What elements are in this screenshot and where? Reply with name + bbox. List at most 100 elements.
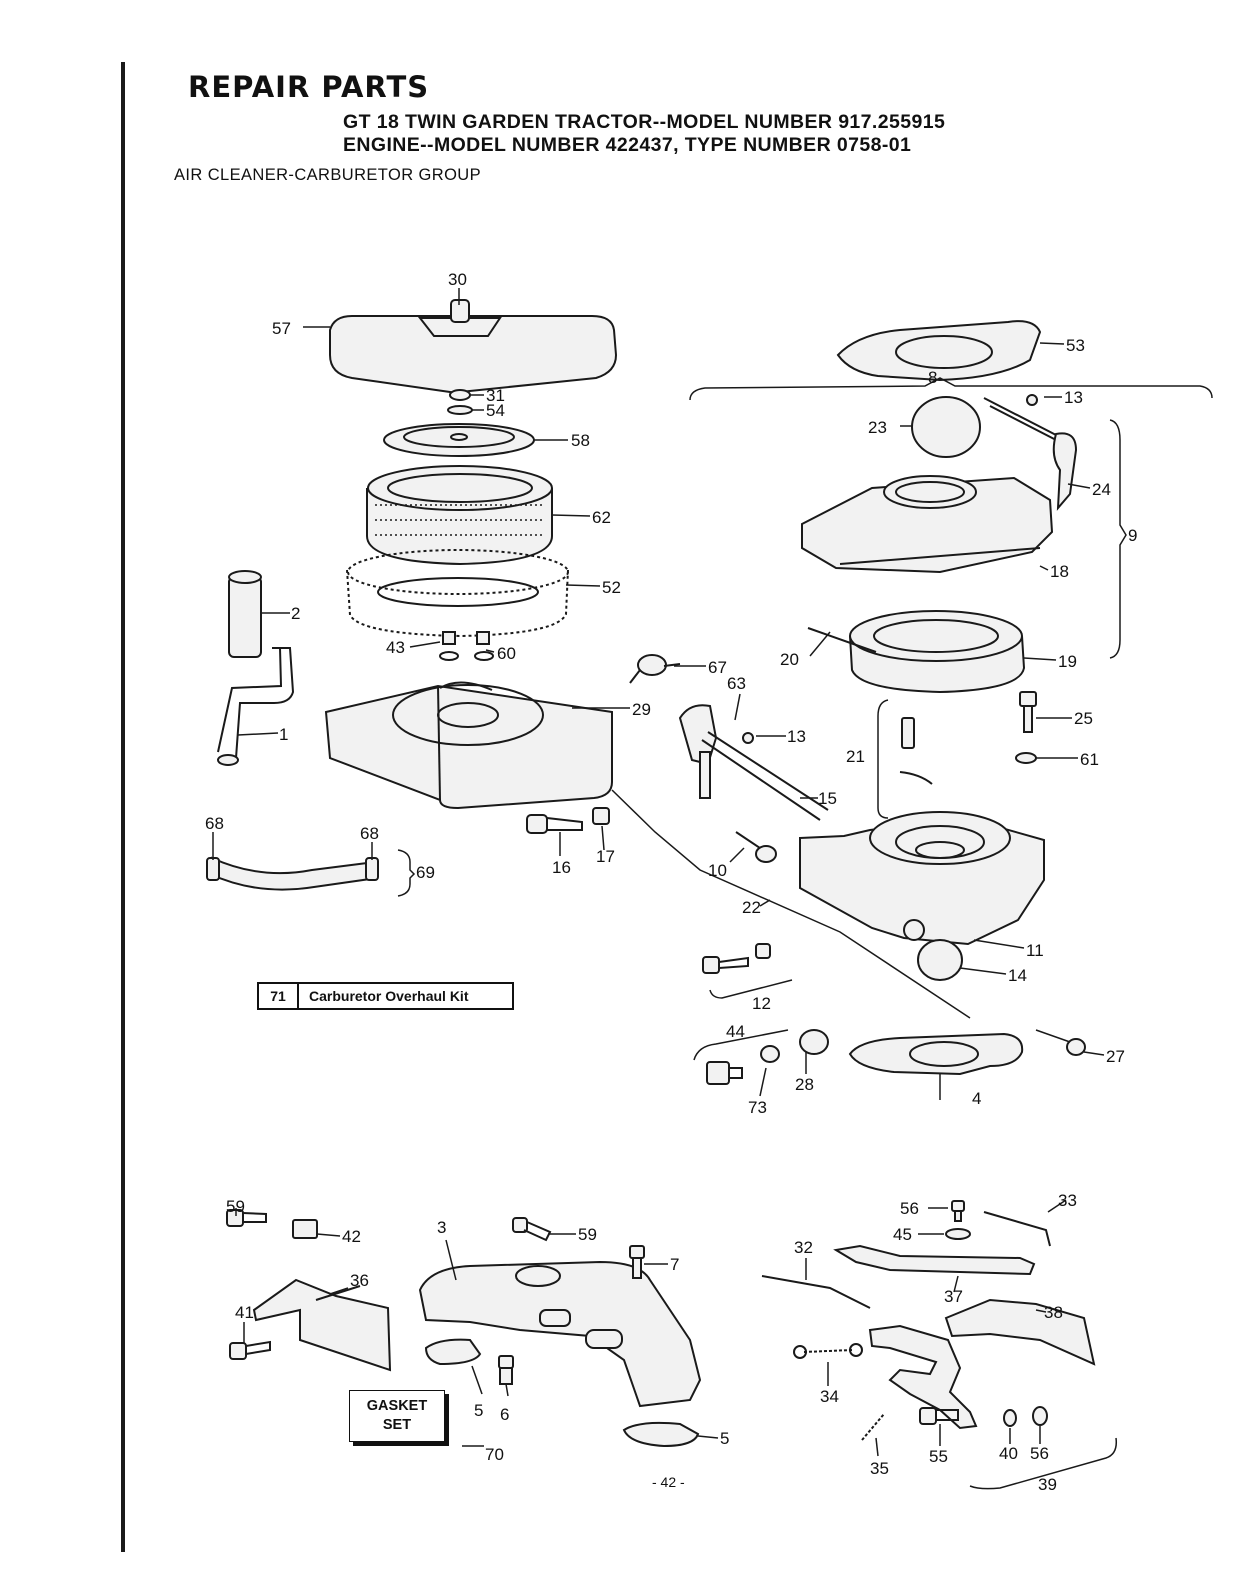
callout-8: 8	[928, 368, 937, 387]
needle-valve	[899, 717, 933, 785]
callout-68b: 68	[360, 824, 379, 843]
callout-35: 35	[870, 1459, 889, 1478]
callout-15: 15	[818, 789, 837, 808]
fuel-fitting	[1066, 1038, 1086, 1056]
callout-55: 55	[929, 1447, 948, 1466]
clip	[292, 1219, 318, 1239]
control-lever	[833, 1244, 1036, 1276]
kit-number: 71	[259, 984, 299, 1008]
nut-40	[1003, 1409, 1017, 1427]
callout-68a: 68	[205, 814, 224, 833]
callout-14: 14	[1008, 966, 1027, 985]
air-filter-element	[366, 465, 553, 566]
callout-67: 67	[708, 658, 727, 677]
gasket-line2: SET	[382, 1417, 412, 1433]
callout-labels: 30 57 31 54 58 62 52 2 43 60 1 29 67 68 …	[205, 270, 1137, 1494]
callout-20: 20	[780, 650, 799, 669]
gasket-line1: GASKET	[366, 1398, 428, 1414]
callout-38: 38	[1044, 1303, 1063, 1322]
callout-22: 22	[742, 898, 761, 917]
choke-shaft	[983, 394, 1078, 511]
callout-18: 18	[1050, 562, 1069, 581]
mount-screw-41	[229, 1340, 271, 1360]
callout-31: 31	[486, 386, 505, 405]
callout-60: 60	[497, 644, 516, 663]
kit-label: Carburetor Overhaul Kit	[309, 988, 469, 1004]
group-title: AIR CLEANER-CARBURETOR GROUP	[174, 166, 482, 184]
filter-studs	[439, 631, 494, 661]
callout-45: 45	[893, 1225, 912, 1244]
callout-59a: 59	[226, 1197, 245, 1216]
throttle-rod-33	[983, 1211, 1051, 1247]
callout-32: 32	[794, 1238, 813, 1257]
callout-40: 40	[999, 1444, 1018, 1463]
air-cleaner-cover	[329, 299, 618, 394]
callout-24: 24	[1092, 480, 1111, 499]
callout-70: 70	[485, 1445, 504, 1464]
choke-rod-32	[761, 1275, 871, 1309]
callout-9: 9	[1128, 526, 1137, 545]
wing-nut	[447, 389, 473, 415]
intake-manifold	[418, 1260, 702, 1408]
callout-21: 21	[846, 747, 865, 766]
bracket-22	[611, 789, 971, 1019]
carb-base-gasket	[848, 1032, 1024, 1076]
bracket-9	[1109, 419, 1127, 659]
callout-5b: 5	[720, 1429, 729, 1448]
fitting	[629, 654, 681, 684]
manifold-gasket-b	[622, 1421, 700, 1448]
callout-16: 16	[552, 858, 571, 877]
mount-bracket	[252, 1278, 392, 1372]
callout-33: 33	[1058, 1191, 1077, 1210]
callout-12: 12	[752, 994, 771, 1013]
leader-lines	[212, 288, 1105, 1457]
governor-spring	[793, 1343, 863, 1359]
breather-tube	[217, 570, 295, 766]
callout-1: 1	[279, 725, 288, 744]
model-line: GT 18 TWIN GARDEN TRACTOR--MODEL NUMBER …	[343, 111, 946, 133]
callout-44: 44	[726, 1022, 745, 1041]
page-title: REPAIR PARTS	[188, 70, 430, 104]
screw-56a	[945, 1200, 971, 1240]
manifold-bolt-7	[629, 1245, 645, 1279]
bracket-39	[969, 1437, 1118, 1490]
air-cleaner-base	[324, 681, 613, 810]
callout-4: 4	[972, 1089, 981, 1108]
manifold-gasket-a	[424, 1338, 482, 1366]
page-number: - 42 -	[652, 1474, 685, 1490]
callout-63a: 63	[727, 674, 746, 693]
choke-plate	[911, 396, 981, 458]
mixture-screw	[702, 943, 793, 999]
callout-62: 62	[592, 508, 611, 527]
carb-gasket-top	[836, 320, 1042, 382]
callout-54: 54	[486, 401, 505, 420]
air-filter-cover-plate	[383, 423, 535, 457]
callout-34: 34	[820, 1387, 839, 1406]
main-jet	[1015, 691, 1037, 764]
callout-52: 52	[602, 578, 621, 597]
callout-69: 69	[416, 863, 435, 882]
linkage-plate-38	[944, 1298, 1096, 1366]
callout-7: 7	[670, 1255, 679, 1274]
callout-3: 3	[437, 1218, 446, 1237]
callout-42: 42	[342, 1227, 361, 1246]
callout-73: 73	[748, 1098, 767, 1117]
callout-6: 6	[500, 1405, 509, 1424]
callout-23: 23	[868, 418, 887, 437]
callout-43: 43	[386, 638, 405, 657]
margin-rule	[121, 62, 125, 1552]
callout-2: 2	[291, 604, 300, 623]
engine-line: ENGINE--MODEL NUMBER 422437, TYPE NUMBER…	[343, 134, 912, 156]
nut-56b	[1032, 1406, 1048, 1426]
throttle-plate	[917, 939, 963, 981]
callout-57: 57	[272, 319, 291, 338]
gasket-set-box: GASKET SET	[349, 1390, 445, 1442]
carb-upper-body	[801, 475, 1054, 574]
callout-11: 11	[1026, 941, 1044, 960]
carb-body	[799, 811, 1045, 946]
pre-cleaner	[346, 549, 569, 638]
callout-59b: 59	[578, 1225, 597, 1244]
callout-19: 19	[1058, 652, 1077, 671]
pivot-screw-55	[919, 1407, 959, 1425]
callout-10: 10	[708, 861, 727, 880]
